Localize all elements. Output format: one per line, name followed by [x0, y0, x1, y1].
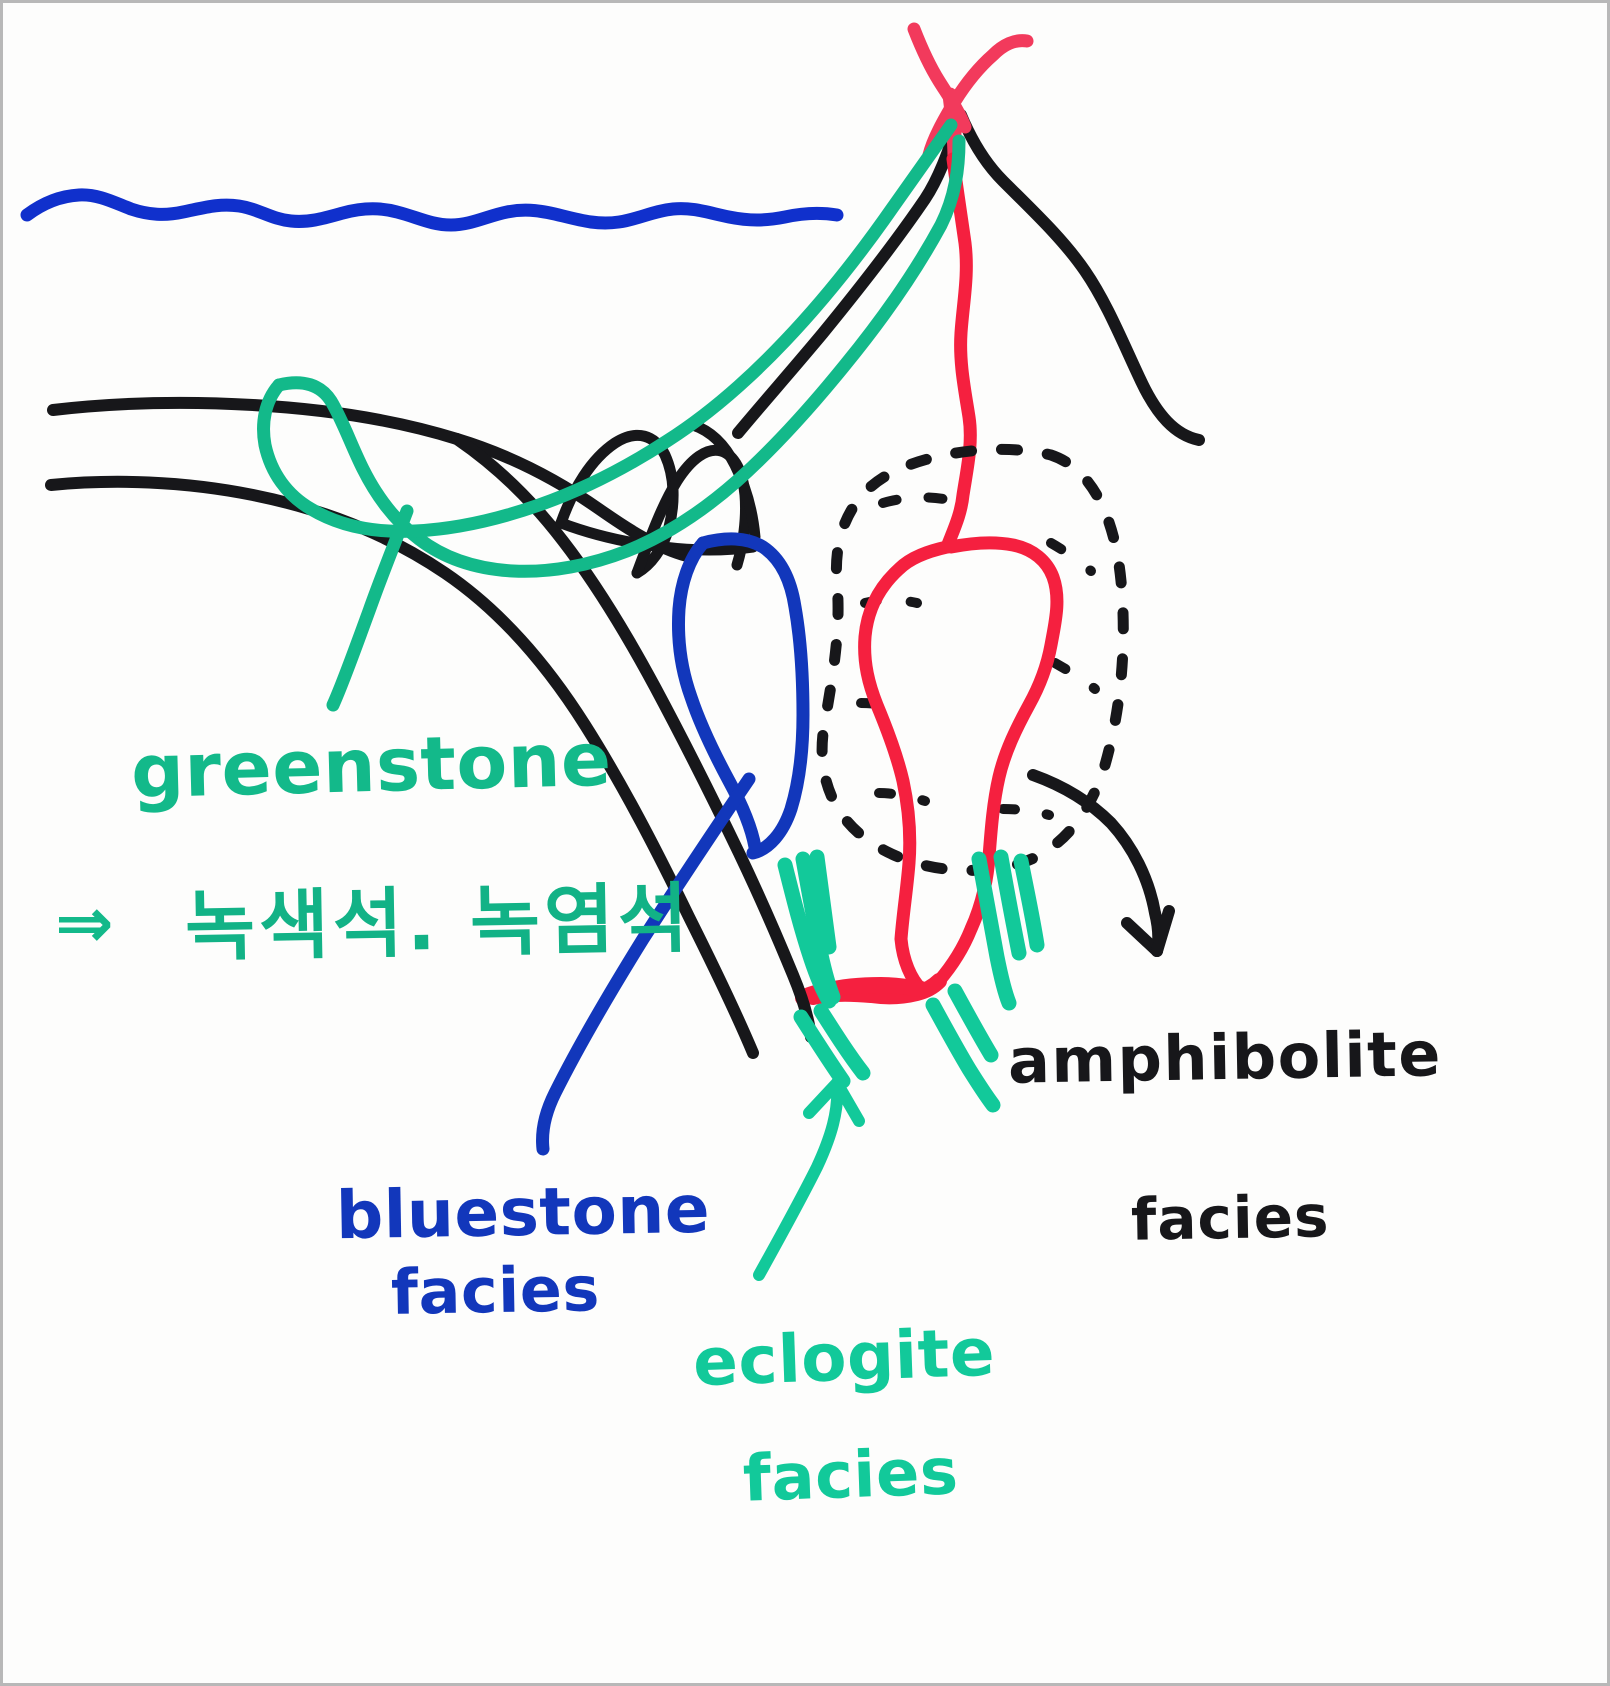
label-greenstone: greenstone [129, 716, 613, 816]
diagram-canvas [20, 22, 1205, 1281]
volcano-cone [732, 109, 1205, 446]
implies-arrow-icon: ⇒ [55, 882, 115, 964]
label-greenstone-korean: 녹색석. 녹염석 [184, 873, 693, 972]
label-amphibolite: amphibolite [1007, 1017, 1443, 1098]
greenstone-band [257, 118, 966, 712]
eclogite-flakes [777, 849, 1045, 1113]
eclogite-pointer-arrow [753, 1077, 865, 1281]
label-amphibolite-facies: facies [1130, 1182, 1331, 1254]
label-bluestone: bluestone [335, 1170, 711, 1255]
subducting-slab-boundaries [45, 396, 817, 1059]
label-eclogite: eclogite [691, 1313, 997, 1402]
bluestone-lens [536, 532, 810, 1156]
ocean-surface-wave [20, 188, 844, 232]
amphibolite-pointer-arrow [1027, 769, 1175, 957]
label-bluestone-facies: facies [390, 1252, 601, 1329]
magma-conduit-upper [940, 152, 977, 554]
label-eclogite-facies: facies [741, 1435, 960, 1517]
